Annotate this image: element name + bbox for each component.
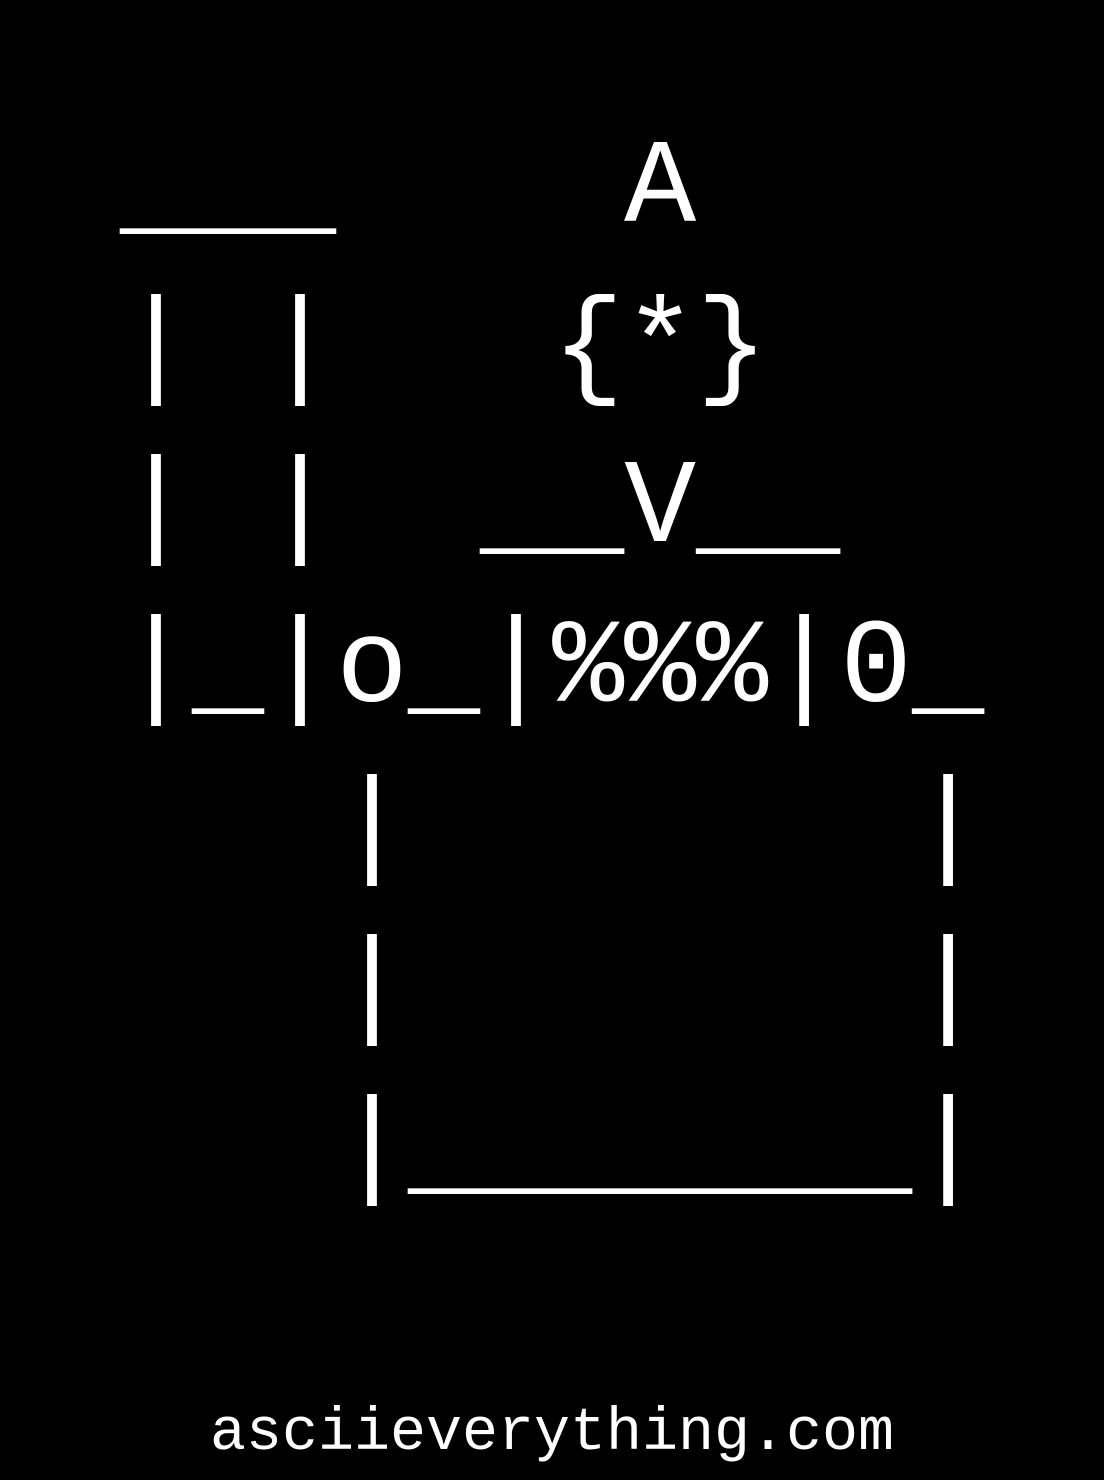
ascii-art-line: | | {*} — [120, 282, 769, 418]
ascii-art-line: | | — [120, 922, 985, 1058]
ascii-art-line: |_|o_|%%%|0_ — [120, 602, 985, 738]
ascii-art-line: ___ A — [120, 122, 697, 258]
ascii-art-line: | | __V__ — [120, 442, 841, 578]
ascii-art-line: | | — [120, 762, 985, 898]
site-watermark: asciieverything.com — [209, 1400, 895, 1468]
ascii-art-line: |_______| — [120, 1082, 985, 1218]
